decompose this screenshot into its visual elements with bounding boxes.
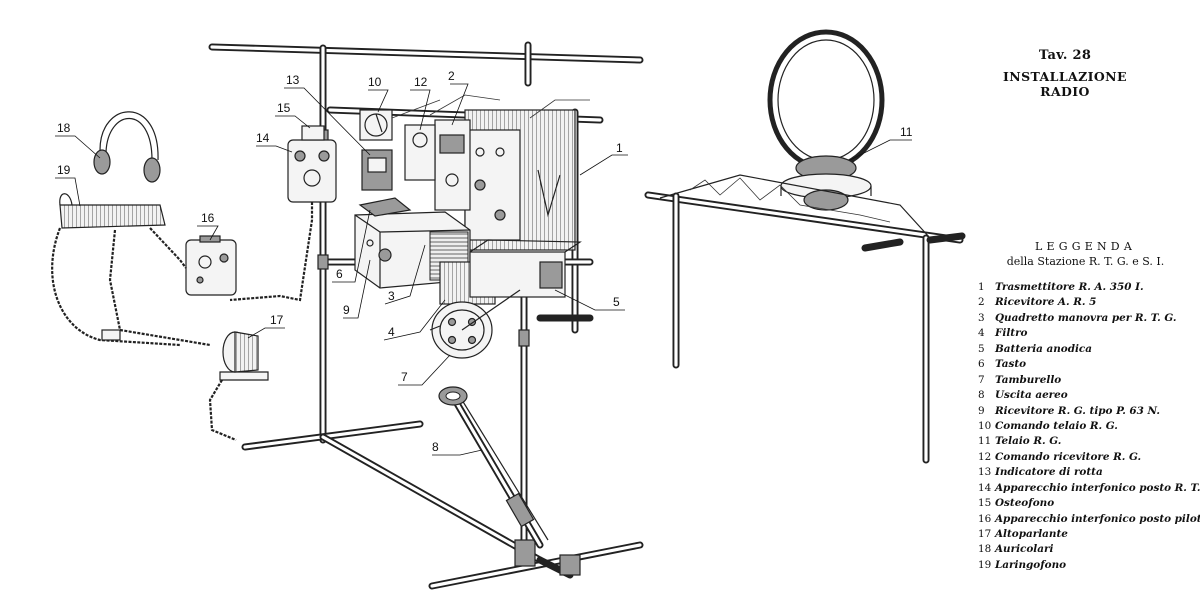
- legend-item-number: 18: [978, 543, 992, 556]
- callout-1: 1: [616, 141, 623, 155]
- legend-item-label: Apparecchio interfonico posto R. T.: [995, 481, 1200, 494]
- legend-item-number: 6: [978, 358, 985, 371]
- legend-item-number: 16: [978, 512, 992, 525]
- legend-list: 1 Trasmettitore R. A. 350 I. 2 Ricevitore A…: [978, 280, 1200, 573]
- callout-13: 13: [286, 73, 300, 87]
- legend-item: 7 Tamburello: [978, 373, 1193, 388]
- legend-item-number: 9: [978, 404, 985, 417]
- rg-controls: [359, 99, 441, 191]
- legend-item-number: 10: [978, 419, 992, 432]
- callout-16: 16: [201, 211, 215, 225]
- callout-10: 10: [368, 75, 382, 89]
- legend-item: 9 Ricevitore R. G. tipo P. 63 N.: [978, 404, 1193, 419]
- callout-15: 15: [277, 101, 291, 115]
- callout-19: 19: [57, 163, 71, 177]
- legend-item-label: Tamburello: [995, 373, 1062, 386]
- legend-heading: LEGGENDA: [1035, 240, 1136, 253]
- legend-subtitle: della Stazione R. T. G. e S. I.: [1006, 255, 1165, 268]
- callout-14: 14: [256, 131, 270, 145]
- legend-item: 8 Uscita aereo: [978, 388, 1193, 403]
- legend-item-number: 5: [978, 342, 985, 355]
- drum-tamburello: [429, 289, 521, 359]
- legend-item-label: Altoparlante: [995, 528, 1068, 540]
- title-block: Tav. 28 INSTALLAZIONE RADIO: [990, 48, 1140, 99]
- legend-item-label: Batteria anodica: [995, 342, 1092, 355]
- aerial-outlet: [438, 386, 549, 549]
- legend-item-label: Apparecchio interfonico posto piloti: [995, 512, 1200, 525]
- legend-item-number: 15: [978, 497, 992, 510]
- filter-and-battery: [439, 239, 582, 305]
- legend-item-label: Indicatore di rotta: [995, 466, 1103, 479]
- legend-item: 6 Tasto: [978, 357, 1193, 372]
- callout-12: 12: [414, 75, 428, 89]
- legend-item-number: 7: [978, 373, 985, 386]
- callout-9: 9: [343, 303, 350, 317]
- legend-item-number: 13: [978, 466, 992, 479]
- callout-2: 2: [448, 69, 455, 83]
- legend-item: 5 Batteria anodica: [978, 342, 1193, 357]
- legend-item-label: Comando telaio R. G.: [995, 419, 1118, 432]
- legend-item-label: Telaio R. G.: [995, 435, 1062, 448]
- loudspeaker: [208, 331, 269, 442]
- legend-item-label: Comando ricevitore R. G.: [995, 450, 1142, 463]
- legend-item-label: Laringofono: [995, 558, 1067, 571]
- legend-item-label: Tasto: [995, 358, 1027, 371]
- legend-item-number: 14: [978, 481, 992, 494]
- legend-item-label: Uscita aereo: [995, 389, 1068, 402]
- callout-3: 3: [388, 289, 395, 303]
- callout-4: 4: [388, 325, 395, 339]
- callout-6: 6: [336, 267, 343, 281]
- legend-item-number: 19: [978, 558, 992, 571]
- legend-item: 3 Quadretto manovra per R. T. G.: [978, 311, 1193, 326]
- callout-11: 11: [900, 125, 913, 139]
- legend-item-label: Osteofono: [995, 497, 1055, 510]
- legend-item-number: 4: [978, 327, 985, 340]
- legend-item-label: Ricevitore R. G. tipo P. 63 N.: [995, 404, 1160, 417]
- legend-item-label: Quadretto manovra per R. T. G.: [995, 311, 1177, 324]
- plate-title: INSTALLAZIONE RADIO: [1003, 69, 1127, 99]
- legend-item-number: 2: [978, 296, 985, 309]
- legend-item-label: Trasmettitore R. A. 350 I.: [995, 281, 1144, 293]
- legend-item-number: 12: [978, 450, 992, 463]
- legend-item: 2 Ricevitore A. R. 5: [978, 295, 1193, 310]
- legend-item-label: Ricevitore A. R. 5: [995, 296, 1097, 309]
- transmitter-ra350: [464, 99, 590, 251]
- intercom-pilots: [185, 235, 237, 296]
- legend-item-number: 3: [978, 311, 985, 324]
- headset-and-throat-mic: [51, 111, 211, 347]
- plate-number: Tav. 28: [1038, 48, 1092, 63]
- callout-8: 8: [432, 440, 439, 454]
- callout-5: 5: [613, 295, 620, 309]
- legend-item-number: 17: [978, 528, 992, 540]
- callout-17: 17: [270, 313, 284, 327]
- callouts: 1 2 12 10 13 15 14 18 19 16 17 6: [55, 69, 913, 456]
- legend-item: 4 Filtro: [978, 326, 1193, 341]
- legend-item-number: 1: [978, 281, 985, 293]
- legend: LEGGENDA della Stazione R. T. G. e S. I.…: [978, 240, 1200, 573]
- legend-item-number: 8: [978, 389, 985, 402]
- intercom-rt: [229, 125, 337, 302]
- callout-7: 7: [401, 370, 408, 384]
- legend-item-number: 11: [978, 435, 992, 448]
- legend-item-label: Filtro: [995, 327, 1028, 340]
- callout-18: 18: [57, 121, 71, 135]
- legend-item-label: Auricolari: [995, 543, 1054, 556]
- legend-item: 1 Trasmettitore R. A. 350 I.: [978, 280, 1193, 295]
- rg-truss: [644, 174, 966, 464]
